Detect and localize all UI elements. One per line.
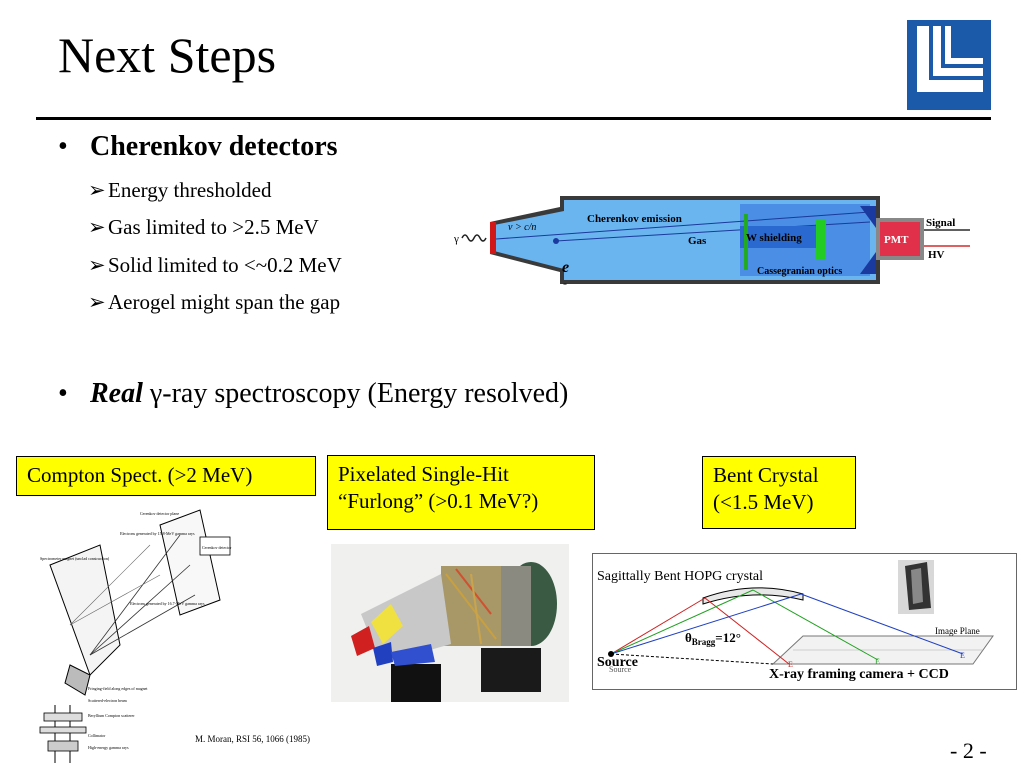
bullet-label: Cherenkov detectors bbox=[90, 131, 338, 162]
arrow-icon: ➢ bbox=[88, 215, 106, 239]
compton-label: Electrons generated by 15.8-MeV gamma ra… bbox=[120, 531, 195, 536]
electron-label: e bbox=[562, 259, 569, 276]
title-rule bbox=[36, 117, 991, 120]
arrow-icon: ➢ bbox=[88, 178, 106, 202]
image-plane-label: Image Plane bbox=[935, 626, 980, 636]
sub-item: ➢Aerogel might span the gap bbox=[88, 290, 341, 314]
cherenkov-detector-diagram: γ v > c/n Cherenkov emission Gas W shiel… bbox=[450, 192, 980, 292]
sub-item: ➢Energy thresholded bbox=[88, 178, 272, 202]
hv-label: HV bbox=[928, 249, 945, 261]
shielding-label: W shielding bbox=[746, 232, 802, 244]
theta-label: θBragg=12° bbox=[685, 630, 741, 647]
compton-label: Cerenkov detector plane bbox=[140, 511, 179, 516]
llnl-logo bbox=[907, 20, 991, 110]
bullet-marker: • bbox=[58, 378, 68, 409]
furlong-detector-photo bbox=[331, 544, 569, 702]
slide-title: Next Steps bbox=[58, 27, 277, 83]
svg-text:E: E bbox=[960, 651, 965, 660]
svg-text:E: E bbox=[788, 660, 793, 669]
signal-label: Signal bbox=[926, 217, 955, 229]
compton-label: Electrons generated by 16.7-MeV gamma ra… bbox=[130, 601, 205, 606]
bullet-cherenkov: • Cherenkov detectors bbox=[58, 133, 458, 165]
bullet-rest: γ-ray spectroscopy (Energy resolved) bbox=[142, 378, 569, 409]
electron-sup: - bbox=[563, 276, 567, 290]
compton-label: Cerenkov detector bbox=[202, 545, 232, 550]
compton-label: Fringing-field along edges of magnet bbox=[88, 686, 148, 691]
arrow-icon: ➢ bbox=[88, 253, 106, 277]
source-label: Source bbox=[597, 655, 638, 670]
pixelated-box: Pixelated Single-Hit “Furlong” (>0.1 MeV… bbox=[327, 455, 595, 530]
compton-label: Collimator bbox=[88, 733, 106, 738]
page-number: - 2 - bbox=[950, 738, 987, 763]
source-small-label: Source bbox=[609, 665, 632, 674]
bent-crystal-box: Bent Crystal (<1.5 MeV) bbox=[702, 456, 856, 529]
compton-label: Spectrometer magnet (unclad construction… bbox=[40, 556, 110, 561]
citation: M. Moran, RSI 56, 1066 (1985) bbox=[195, 734, 310, 744]
sub-item: ➢Gas limited to >2.5 MeV bbox=[88, 215, 319, 239]
gas-label: Gas bbox=[688, 235, 707, 247]
bullet-marker: • bbox=[58, 131, 68, 162]
compton-label: Beryllium Compton scatterer bbox=[88, 713, 135, 718]
sub-item: ➢Solid limited to <~0.2 MeV bbox=[88, 253, 342, 277]
compton-label: High-energy gamma rays bbox=[88, 745, 129, 750]
velocity-label: v > c/n bbox=[508, 222, 536, 233]
emphasis-real: Real bbox=[90, 378, 143, 409]
compton-spectrometer-diagram: Cerenkov detector plane Electrons genera… bbox=[30, 505, 255, 763]
pmt-label: PMT bbox=[884, 234, 909, 246]
compton-box: Compton Spect. (>2 MeV) bbox=[16, 456, 316, 496]
camera-label: X-ray framing camera + CCD bbox=[769, 667, 949, 682]
crystal-label: Sagittally Bent HOPG crystal bbox=[597, 569, 763, 584]
compton-label: Scattered-electron beam bbox=[88, 698, 128, 703]
bent-crystal-diagram: E E E Sagittally Bent HOPG crystal θBrag… bbox=[592, 553, 1017, 690]
gamma-label: γ bbox=[453, 233, 459, 245]
emission-label: Cherenkov emission bbox=[587, 213, 682, 225]
bullet-real-spectroscopy: • Real γ-ray spectroscopy (Energy resolv… bbox=[58, 380, 758, 412]
optics-label: Cassegranian optics bbox=[757, 266, 842, 277]
svg-text:E: E bbox=[875, 657, 880, 666]
arrow-icon: ➢ bbox=[88, 290, 106, 314]
